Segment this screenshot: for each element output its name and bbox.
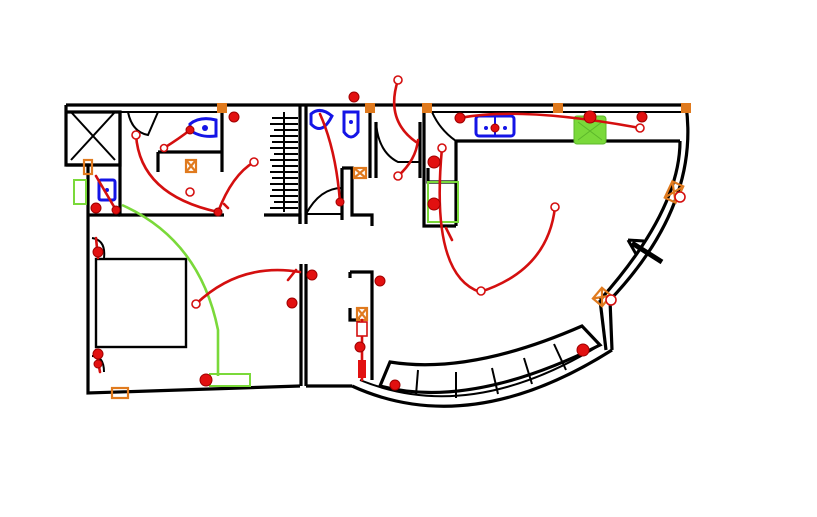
bed xyxy=(94,257,188,349)
switch-icon xyxy=(131,130,141,140)
socket-icon xyxy=(427,197,441,211)
socket-icon xyxy=(356,321,368,337)
light-fixtures xyxy=(82,103,691,400)
switch-icon xyxy=(249,157,259,167)
socket-icon xyxy=(454,112,466,124)
switch-icon xyxy=(635,123,645,133)
light-point-icon xyxy=(185,125,195,135)
switch-icon xyxy=(476,286,486,296)
socket-icon xyxy=(111,205,121,215)
socket-icon xyxy=(374,275,386,287)
socket-icon xyxy=(228,111,240,123)
switch-icon xyxy=(437,143,447,153)
toilet-icon xyxy=(188,117,218,138)
light-point-icon xyxy=(348,91,360,103)
socket-icon xyxy=(90,202,102,214)
north-arrow-icon xyxy=(626,238,664,265)
socket-icon xyxy=(354,341,366,353)
walls xyxy=(64,103,690,408)
sink-icon xyxy=(342,110,360,139)
socket-icon xyxy=(576,343,590,357)
electrical-points xyxy=(90,75,686,391)
wardrobe-hangers xyxy=(270,112,298,212)
toilet-icon xyxy=(309,109,334,130)
switch-icon xyxy=(550,202,560,212)
socket-icon xyxy=(92,348,104,360)
switch-icon xyxy=(393,171,403,181)
switch-icon xyxy=(185,187,195,197)
socket-icon xyxy=(583,110,597,124)
socket-icon xyxy=(93,359,103,369)
socket-icon xyxy=(389,379,401,391)
socket-icon xyxy=(636,111,648,123)
socket-icon xyxy=(199,373,213,387)
radiator xyxy=(209,373,251,387)
switch-icon xyxy=(605,294,617,306)
doors xyxy=(91,111,457,373)
panel-box xyxy=(73,179,87,205)
light-point-icon xyxy=(335,197,345,207)
sanitary-fixtures xyxy=(97,109,516,202)
socket-icon xyxy=(306,269,318,281)
switch-icon xyxy=(674,191,686,203)
switch-icon xyxy=(159,143,169,153)
light-point-icon xyxy=(490,123,500,133)
sink-icon xyxy=(474,114,516,138)
bay-bench xyxy=(377,324,603,398)
switch-icon xyxy=(393,75,403,85)
switch-icon xyxy=(191,299,201,309)
appliances xyxy=(73,115,607,387)
socket-icon xyxy=(427,155,441,169)
socket-icon xyxy=(286,297,298,309)
light-point-icon xyxy=(213,207,223,217)
socket-icon xyxy=(358,360,366,378)
socket-icon xyxy=(92,246,104,258)
